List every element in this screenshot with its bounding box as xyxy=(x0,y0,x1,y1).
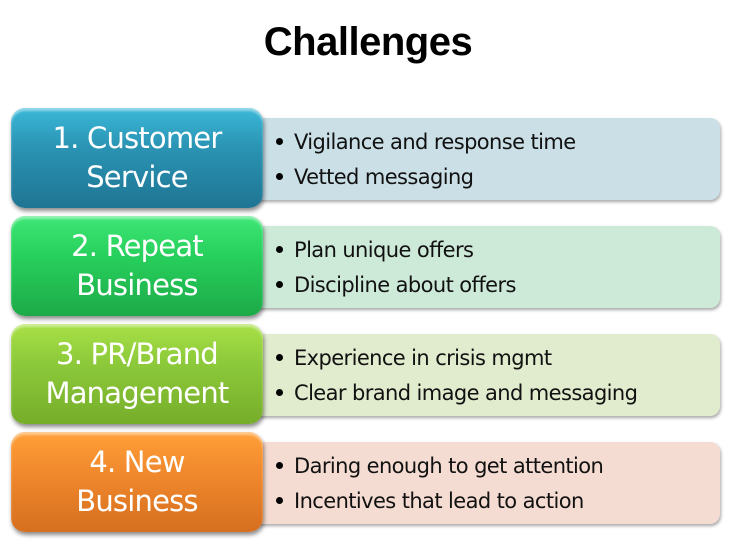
bullet-icon xyxy=(276,280,283,288)
bullet-list: Vigilance and response time Vetted messa… xyxy=(276,125,576,195)
category-label: 3. PR/Brand Management xyxy=(45,337,229,410)
bullet-item: Clear brand image and messaging xyxy=(276,376,638,411)
bullet-icon xyxy=(276,388,283,396)
challenge-row-customer-service: Vigilance and response time Vetted messa… xyxy=(0,108,736,212)
challenge-row-repeat-business: Plan unique offers Discipline about offe… xyxy=(0,216,736,320)
category-label: 1. Customer Service xyxy=(52,121,223,194)
bullet-icon xyxy=(276,172,283,180)
challenge-row-new-business: Daring enough to get attention Incentive… xyxy=(0,432,736,536)
bullet-list: Plan unique offers Discipline about offe… xyxy=(276,233,516,303)
bullet-icon xyxy=(276,137,283,145)
bullet-item: Discipline about offers xyxy=(276,268,516,303)
bullet-item: Vetted messaging xyxy=(276,160,576,195)
category-label: 4. New Business xyxy=(76,445,198,518)
detail-box: Vigilance and response time Vetted messa… xyxy=(250,118,720,200)
bullet-item: Daring enough to get attention xyxy=(276,449,604,484)
category-box: 3. PR/Brand Management xyxy=(11,324,263,424)
bullet-list: Daring enough to get attention Incentive… xyxy=(276,449,604,519)
detail-box: Experience in crisis mgmt Clear brand im… xyxy=(250,334,720,416)
bullet-icon xyxy=(276,245,283,253)
detail-box: Daring enough to get attention Incentive… xyxy=(250,442,720,524)
bullet-list: Experience in crisis mgmt Clear brand im… xyxy=(276,341,638,411)
category-box: 4. New Business xyxy=(11,432,263,532)
slide-title: Challenges xyxy=(263,20,473,64)
bullet-item: Vigilance and response time xyxy=(276,125,576,160)
category-box: 2. Repeat Business xyxy=(11,216,263,316)
category-label: 2. Repeat Business xyxy=(71,229,204,302)
bullet-icon xyxy=(276,496,283,504)
bullet-icon xyxy=(276,461,283,469)
category-box: 1. Customer Service xyxy=(11,108,263,208)
bullet-item: Incentives that lead to action xyxy=(276,484,603,519)
challenge-row-pr-brand: Experience in crisis mgmt Clear brand im… xyxy=(0,324,736,428)
bullet-item: Experience in crisis mgmt xyxy=(276,341,637,376)
bullet-icon xyxy=(276,353,283,361)
bullet-item: Plan unique offers xyxy=(276,233,516,268)
detail-box: Plan unique offers Discipline about offe… xyxy=(250,226,720,308)
